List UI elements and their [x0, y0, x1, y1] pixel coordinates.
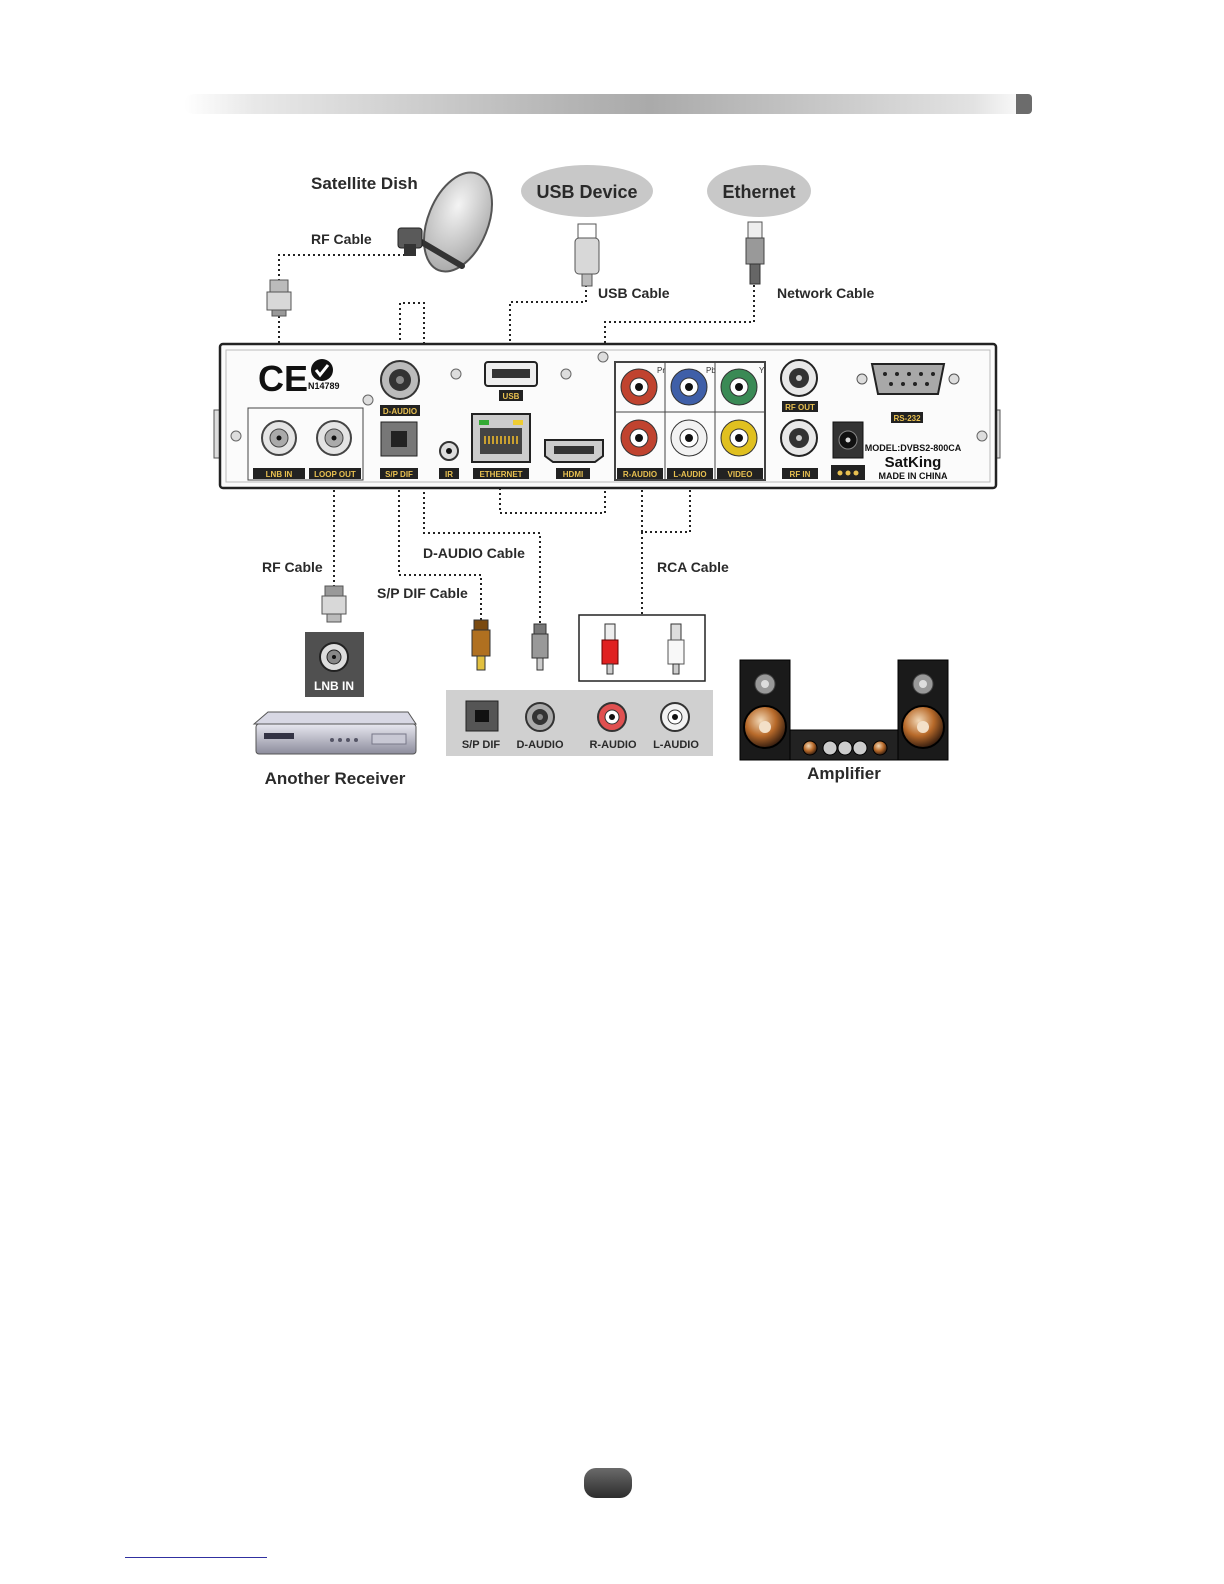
rs232-port: [856, 363, 960, 395]
rca-plugs-box: [578, 614, 706, 682]
receiver-lnb-in-label: LNB IN: [314, 679, 354, 693]
audio-panel-d-audio-label: D-AUDIO: [516, 739, 563, 751]
amplifier-label: Amplifier: [807, 764, 881, 783]
spdif-cable-label: S/P DIF Cable: [377, 585, 468, 601]
l-audio-jack: [670, 419, 708, 457]
d-audio-cable-label: D-AUDIO Cable: [423, 545, 525, 561]
usb-port-label: USB: [503, 392, 520, 401]
usb-device-bubble: USB Device: [521, 165, 653, 217]
audio-panel-d-audio-port: [525, 702, 555, 732]
rf-out-port-label: RF OUT: [785, 403, 815, 412]
another-receiver-icon: [252, 711, 417, 755]
receiver-rear-panel: CE N14789 LNB IN LOOP O: [213, 342, 1001, 490]
y-label: Y: [759, 366, 765, 375]
c-tick-mark-icon: [311, 359, 333, 381]
loop-out-connector: [316, 420, 352, 456]
lnb-in-port-label: LNB IN: [266, 470, 293, 479]
another-receiver-label: Another Receiver: [265, 769, 406, 788]
ir-port: [439, 441, 459, 461]
panel-screws: [230, 351, 988, 442]
hdmi-port-label: HDMI: [563, 470, 583, 479]
ethernet-label: Ethernet: [722, 182, 795, 202]
usb-device-label: USB Device: [536, 182, 637, 202]
hdmi-port: [544, 439, 604, 463]
audio-panel-r-audio-label: R-AUDIO: [589, 739, 636, 751]
footer-rule: [125, 1557, 267, 1558]
satellite-dish-icon: [397, 171, 493, 273]
audio-panel-r-audio-port: [597, 702, 627, 732]
power-jack-icon: [831, 421, 865, 480]
f-connector-bottom-icon: [321, 585, 347, 623]
spdif-cable-line: [398, 455, 482, 620]
rca-cable-line: [641, 465, 691, 615]
spdif-plug-icon: [471, 619, 491, 671]
pr-label: Pr: [657, 366, 665, 375]
spdif-port: [380, 421, 418, 457]
l-audio-port-label: L-AUDIO: [673, 470, 706, 479]
d-audio-port: [380, 360, 420, 400]
audio-input-panel: S/P DIF D-AUDIO R-AUDIO L-AUDIO: [446, 690, 713, 756]
brand-text: SatKing: [885, 454, 942, 471]
usb-cable-line: [509, 285, 587, 365]
usb-port: [484, 361, 538, 387]
audio-panel-spdif-port: [465, 700, 499, 732]
satellite-dish-label: Satellite Dish: [311, 174, 418, 193]
receiver-lnb-in-box: LNB IN: [305, 632, 364, 697]
audio-panel-spdif-label: S/P DIF: [462, 739, 501, 751]
model-text: MODEL:DVBS2-800CA: [865, 443, 962, 453]
made-in-text: MADE IN CHINA: [879, 471, 948, 481]
r-audio-port-label: R-AUDIO: [623, 470, 657, 479]
rs232-port-label: RS-232: [893, 414, 921, 423]
rf-cable-top-line: [278, 254, 410, 282]
rf-out-connector: [780, 359, 818, 397]
rf-cable-bottom-label: RF Cable: [262, 559, 323, 575]
y-jack: [720, 368, 758, 406]
d-audio-port-label: D-AUDIO: [383, 407, 417, 416]
cert-code: N14789: [308, 381, 340, 391]
pb-jack: [670, 368, 708, 406]
rca-white-plug-icon: [667, 623, 685, 675]
ethernet-port-label: ETHERNET: [479, 470, 522, 479]
audio-panel-l-audio-label: L-AUDIO: [653, 739, 699, 751]
f-connector-icon: [266, 279, 292, 317]
header-bar: [184, 94, 1032, 114]
pr-jack: [620, 368, 658, 406]
usb-plug-icon: [574, 223, 600, 287]
usb-cable-label: USB Cable: [598, 285, 670, 301]
rf-in-port-label: RF IN: [790, 470, 811, 479]
loop-out-port-label: LOOP OUT: [314, 470, 356, 479]
page-number-tab: [584, 1468, 632, 1498]
audio-panel-l-audio-port: [660, 702, 690, 732]
spdif-port-label: S/P DIF: [385, 470, 413, 479]
rf-in-connector: [780, 419, 818, 457]
amplifier-icon: [739, 659, 949, 761]
ethernet-bubble: Ethernet: [707, 165, 811, 217]
rca-cable-label: RCA Cable: [657, 559, 729, 575]
r-audio-jack: [620, 419, 658, 457]
ethernet-port: [471, 413, 531, 463]
network-cable-label: Network Cable: [777, 285, 874, 301]
rf-cable-top-label: RF Cable: [311, 231, 372, 247]
rca-red-plug-icon: [601, 623, 619, 675]
header-bar-cap: [1016, 94, 1032, 114]
lnb-in-connector: [261, 420, 297, 456]
ce-mark-icon: CE: [258, 358, 308, 399]
ir-port-label: IR: [445, 470, 453, 479]
ethernet-plug-icon: [745, 221, 765, 285]
pb-label: Pb: [706, 366, 716, 375]
d-audio-plug-icon: [531, 623, 549, 671]
video-jack: [720, 419, 758, 457]
video-port-label: VIDEO: [728, 470, 753, 479]
